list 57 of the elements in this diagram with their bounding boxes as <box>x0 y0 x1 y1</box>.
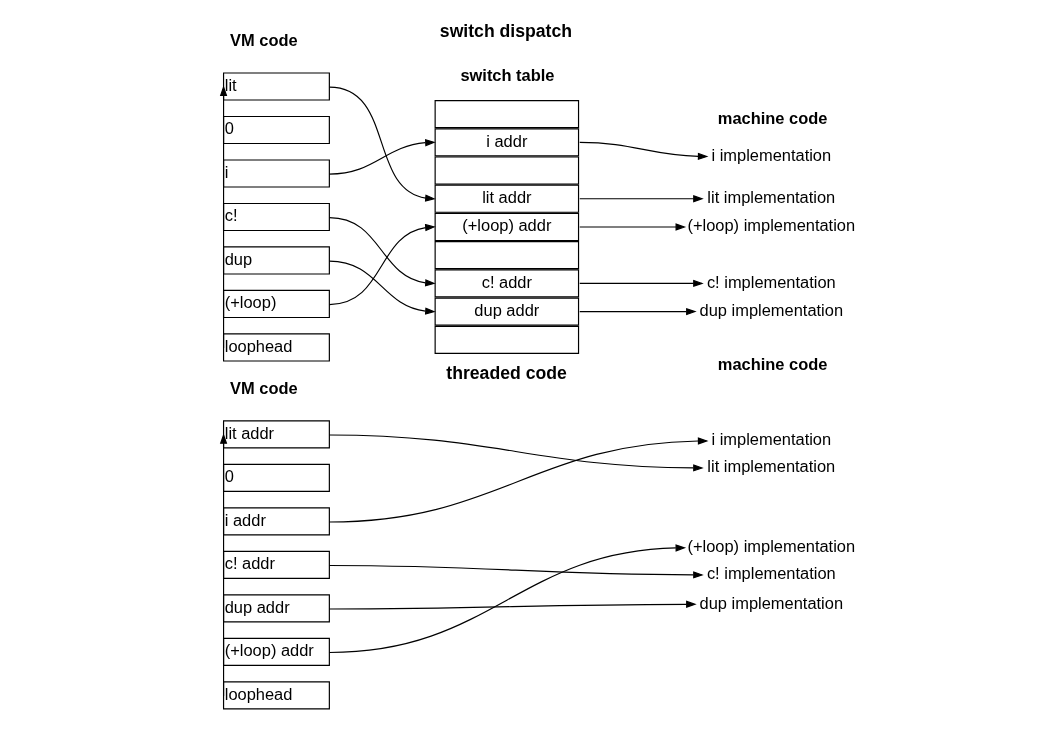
arrow <box>328 86 436 202</box>
arrow <box>579 279 704 288</box>
node-box: dup addr <box>222 594 330 623</box>
node-box <box>434 100 580 129</box>
node-box: i addr <box>434 128 580 157</box>
node-text: lit implementation <box>707 188 836 207</box>
arrow <box>328 223 436 306</box>
node-box: lit addr <box>222 420 330 449</box>
arrow <box>328 437 709 523</box>
arrow <box>328 139 436 175</box>
node-text: i implementation <box>711 430 832 449</box>
node-box <box>434 241 580 270</box>
arrow <box>328 217 436 287</box>
node-box: (+loop) addr <box>434 212 580 242</box>
node-box: c! <box>222 202 330 232</box>
node-box: i addr <box>222 507 330 536</box>
node-text: (+loop) implementation <box>687 537 856 556</box>
node-box: dup <box>222 246 330 275</box>
arrow <box>328 600 697 610</box>
label: VM code <box>230 378 298 397</box>
node-box: lit addr <box>434 184 580 213</box>
node-box: loophead <box>222 333 330 362</box>
node-text: c! implementation <box>706 272 836 291</box>
node-box <box>434 156 580 185</box>
label: machine code <box>717 355 828 374</box>
node-box: c! addr <box>222 550 330 579</box>
arrow <box>579 141 709 161</box>
label: switch table <box>460 65 555 84</box>
node-box: 0 <box>222 463 330 493</box>
node-box: c! addr <box>434 269 580 298</box>
label: VM code <box>230 30 298 49</box>
node-box: (+loop) addr <box>222 637 330 666</box>
arrow <box>579 195 704 203</box>
arrow <box>328 434 704 472</box>
node-box: dup addr <box>434 297 580 326</box>
node-box <box>434 325 580 354</box>
arrow <box>328 260 436 315</box>
node-text: dup implementation <box>699 300 844 319</box>
arrow <box>328 544 687 654</box>
arrow <box>579 307 697 316</box>
node-box: (+loop) <box>222 289 330 319</box>
node-text: lit implementation <box>707 457 836 476</box>
node-text: (+loop) implementation <box>687 216 856 235</box>
node-box: loophead <box>222 681 330 710</box>
node-text: dup implementation <box>699 593 844 612</box>
arrow <box>219 85 228 349</box>
label: switch dispatch <box>439 21 573 42</box>
arrow <box>219 433 228 697</box>
node-text: c! implementation <box>706 564 836 583</box>
node-box: lit <box>222 72 330 101</box>
label: machine code <box>717 109 828 128</box>
label: threaded code <box>446 363 567 384</box>
node-box: i <box>222 159 330 188</box>
arrow <box>328 564 704 579</box>
arrow <box>579 223 687 231</box>
node-box: 0 <box>222 115 330 145</box>
node-text: i implementation <box>711 145 832 164</box>
